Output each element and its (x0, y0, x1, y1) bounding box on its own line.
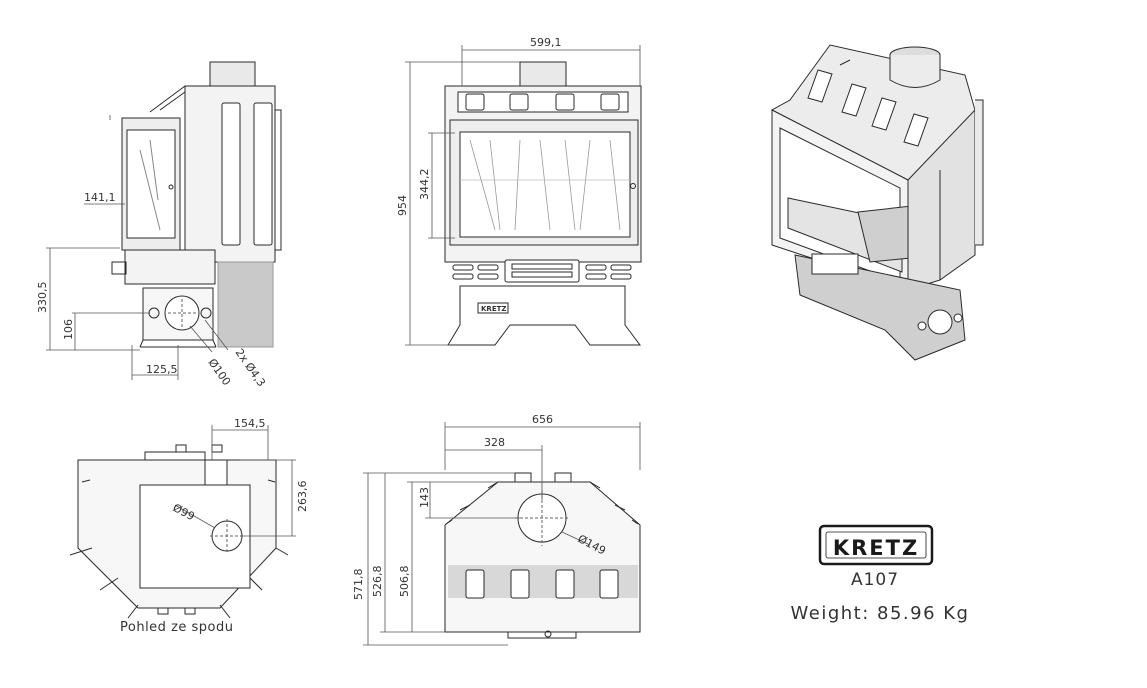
dim-front-total-height: 954 (396, 195, 409, 216)
dim-side-pipe-height: 106 (62, 319, 75, 340)
dim-top-offset: 143 (418, 487, 431, 508)
dim-side-offset: 141,1 (84, 191, 116, 204)
dim-side-pipe-diameter: Ø100 (206, 356, 234, 388)
weight-label: Weight: 85.96 Kg (790, 603, 970, 624)
dim-front-glass-height: 344,2 (418, 169, 431, 201)
dim-top-width: 656 (532, 413, 553, 426)
dim-side-pipe-offset: 125,5 (146, 363, 178, 376)
front-view (405, 45, 642, 346)
dim-side-holes: 2x Ø4,3 (233, 346, 268, 389)
dim-side-height-lower: 330,5 (36, 282, 49, 314)
dim-front-width: 599,1 (530, 36, 562, 49)
bottom-view (69, 425, 296, 619)
isometric-view (770, 44, 984, 361)
dim-top-depth-3: 506,8 (398, 566, 411, 598)
model-name: A107 (850, 570, 900, 590)
kretz-logo: KRETZ (818, 524, 934, 566)
dim-bottom-offset: 154,5 (234, 417, 266, 430)
iso-base (794, 254, 966, 361)
side-pillar (217, 261, 274, 348)
front-chimney (519, 61, 567, 87)
front-stand (447, 285, 641, 346)
dim-top-depth-1: 571,8 (352, 569, 365, 601)
side-pipe-circle (164, 295, 200, 331)
bottom-view-caption: Pohled ze spodu (120, 620, 234, 635)
top-view (363, 422, 641, 646)
dim-top-depth-2: 526,8 (371, 566, 384, 598)
dim-top-half-width: 328 (484, 436, 505, 449)
dim-bottom-depth: 263,6 (296, 481, 309, 513)
front-brand-plate: KRETZ (481, 305, 506, 313)
side-chimney (209, 61, 256, 87)
side-view (46, 61, 282, 380)
logo-text: KRETZ (833, 536, 919, 560)
